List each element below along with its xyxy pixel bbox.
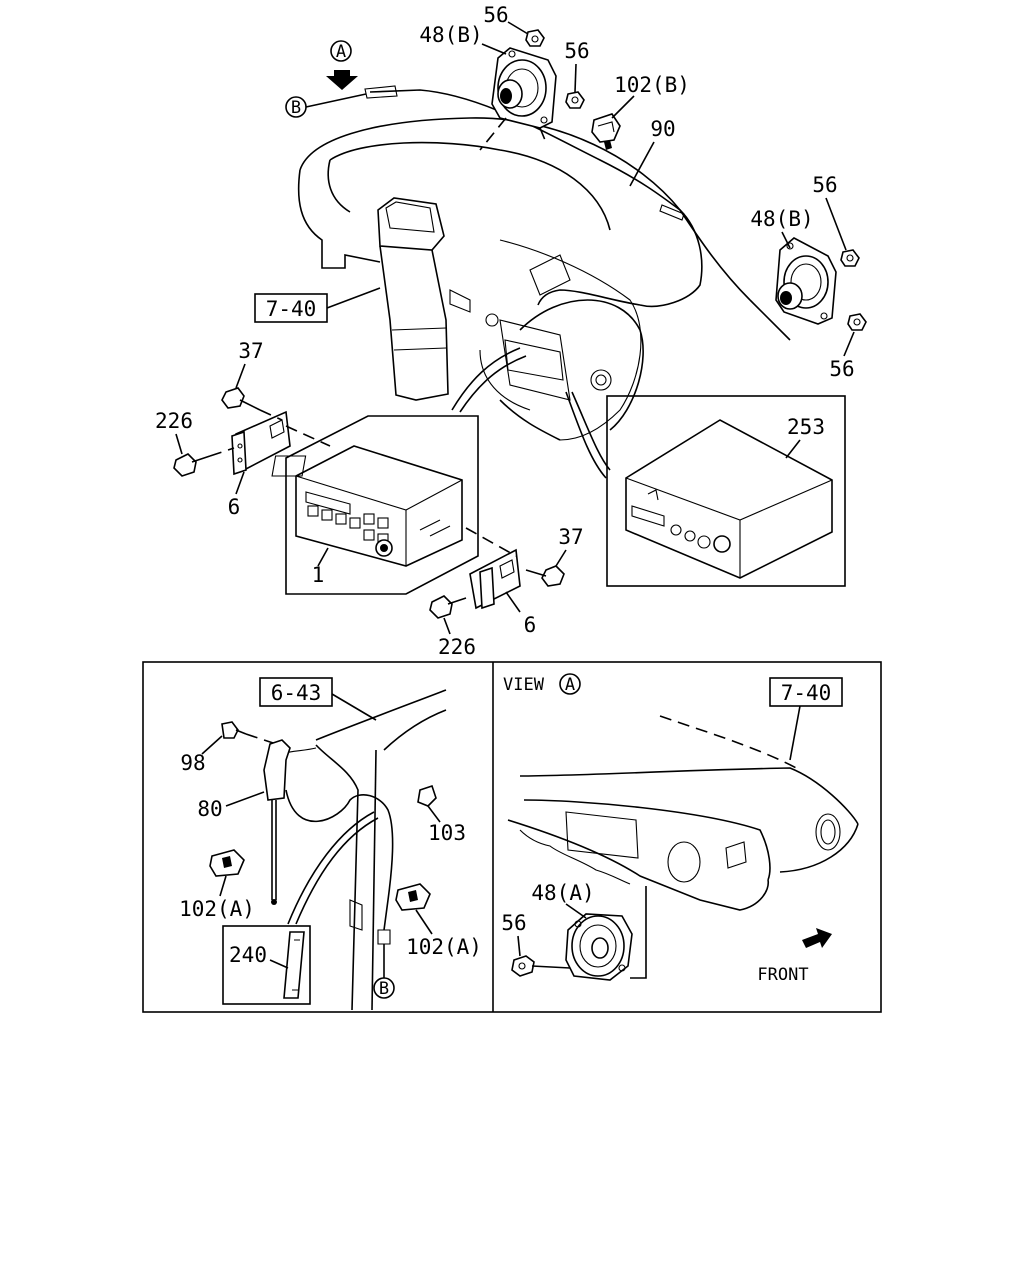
callout-37-right: 37 (558, 525, 583, 549)
bolt-37-left (221, 387, 283, 421)
view-a-letter: A (336, 42, 346, 62)
callout-102a-right: 102(A) (406, 935, 482, 959)
bracket-6-left (231, 410, 331, 476)
callout-1: 1 (312, 563, 325, 587)
front-label: FRONT (757, 965, 808, 985)
ref-b-letter-top: B (291, 98, 301, 118)
bolt-37-right (525, 565, 565, 587)
callout-226-bottom: 226 (438, 635, 476, 659)
instrument-panel (297, 117, 791, 441)
callout-6-43: 6-43 (271, 681, 322, 705)
antenna-cable (364, 85, 703, 308)
nut-56-d (847, 313, 867, 331)
view-a-panel: VIEW A 7-40 48(A) 56 FRONT (501, 673, 859, 985)
callout-90: 90 (650, 117, 675, 141)
callout-6-left: 6 (228, 495, 241, 519)
view-a-marker: A (326, 40, 358, 90)
nut-56-a (525, 29, 545, 47)
radio-box: 1 (271, 347, 527, 595)
callout-56-view: 56 (501, 911, 526, 935)
callout-7-40-top: 7-40 (266, 297, 317, 321)
callout-102b: 102(B) (614, 73, 690, 97)
steering-column (377, 197, 449, 401)
callout-56-right2: 56 (829, 357, 854, 381)
nut-56-b (565, 91, 585, 109)
callout-7-40-view: 7-40 (781, 681, 832, 705)
ref-b-letter-bottom: B (379, 979, 389, 999)
callout-48b-right: 48(B) (750, 207, 813, 231)
callout-48b-top: 48(B) (419, 23, 482, 47)
view-caption: VIEW (503, 675, 545, 695)
callout-80: 80 (197, 797, 222, 821)
callout-103: 103 (428, 821, 466, 845)
callout-56-top: 56 (483, 3, 508, 27)
callout-6-right: 6 (524, 613, 537, 637)
front-arrow-icon (802, 928, 832, 948)
antenna-panel: 6-43 98 80 B 103 102(A) 102(A) (179, 677, 482, 1011)
ref-b-marker-top: B (285, 93, 367, 118)
callout-102a-left: 102(A) (179, 897, 255, 921)
speaker-48b-right (775, 237, 837, 325)
nut-56-c (840, 249, 860, 267)
bracket-6-right (465, 527, 521, 610)
callout-37-left: 37 (238, 339, 263, 363)
bolt-226-bottom (429, 595, 467, 619)
callout-56-right: 56 (812, 173, 837, 197)
speaker-48b-top (479, 47, 557, 151)
view-caption-letter: A (565, 675, 575, 695)
callout-240: 240 (229, 943, 267, 967)
callout-226-left: 226 (155, 409, 193, 433)
clip-102b (591, 113, 621, 150)
upper-callouts: 56 48(B) 56 102(B) 90 56 48(B) 56 37 226… (155, 3, 855, 659)
callout-253: 253 (787, 415, 825, 439)
callout-48a: 48(A) (531, 881, 594, 905)
callout-98: 98 (180, 751, 205, 775)
callout-56-top2: 56 (564, 39, 589, 63)
ref-box-7-40-top: 7-40 (254, 287, 381, 323)
detail-frame (142, 661, 882, 1013)
bolt-226-left (173, 447, 235, 477)
radio-alt-box: 253 (565, 391, 846, 587)
